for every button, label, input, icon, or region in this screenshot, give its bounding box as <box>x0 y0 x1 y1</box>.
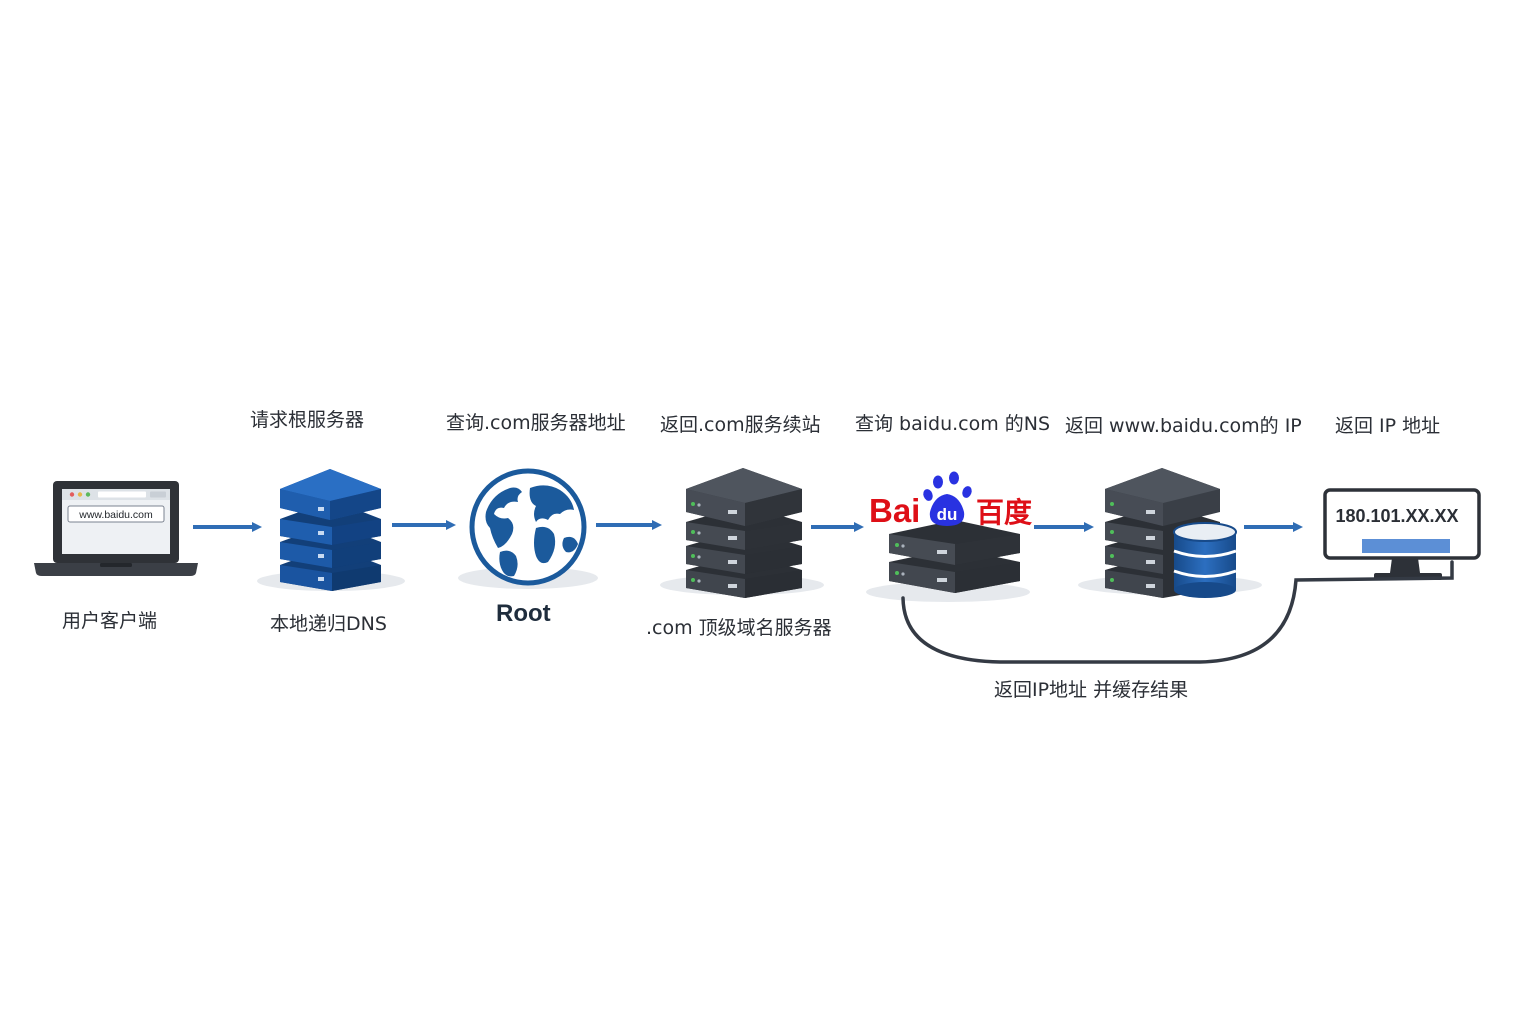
baidu-logo-du: du <box>937 505 958 524</box>
node-label-local-dns: 本地递归DNS <box>270 613 387 635</box>
db-server-unit-1 <box>1105 468 1220 526</box>
baidu-unit-2 <box>889 548 1020 593</box>
cache-note: 返回IP地址 并缓存结果 <box>994 679 1189 701</box>
baidu-unit-1 <box>889 520 1020 565</box>
step-label-4: 查询 baidu.com 的NS <box>855 413 1051 435</box>
laptop-icon <box>34 481 198 576</box>
browser-url: www.baidu.com <box>78 509 153 521</box>
baidu-paw-icon <box>923 471 972 526</box>
step-label-3: 返回.com服务续站 <box>660 414 821 436</box>
baidu-logo: Bai du 百度 <box>869 471 1032 529</box>
local-dns-server-icon <box>257 469 405 591</box>
step-label-5: 返回 www.baidu.com的 IP <box>1065 415 1302 437</box>
ip-highlight-bar <box>1362 539 1450 553</box>
return-path-curve <box>901 560 1454 664</box>
dark-unit-1 <box>686 468 802 526</box>
baidu-server-icon <box>866 520 1030 602</box>
blue-unit-1 <box>280 469 381 520</box>
baidu-logo-cn: 百度 <box>976 496 1032 529</box>
baidu-logo-bai: Bai <box>869 492 920 529</box>
server-database-icon <box>1078 468 1262 598</box>
ip-address: 180.101.XX.XX <box>1335 506 1458 526</box>
node-label-root: Root <box>496 600 551 627</box>
step-label-1: 请求根服务器 <box>250 409 365 431</box>
monitor-icon <box>1323 488 1481 580</box>
node-label-com-tld: .com 顶级域名服务器 <box>646 617 832 639</box>
com-tld-server-icon <box>660 468 824 598</box>
flow-arrows <box>193 520 1303 532</box>
step-label-6: 返回 IP 地址 <box>1335 415 1441 437</box>
database-icon <box>1173 522 1237 598</box>
node-label-client: 用户客户端 <box>62 610 158 632</box>
step-label-2: 查询.com服务器地址 <box>446 412 626 434</box>
globe-icon <box>458 468 598 589</box>
